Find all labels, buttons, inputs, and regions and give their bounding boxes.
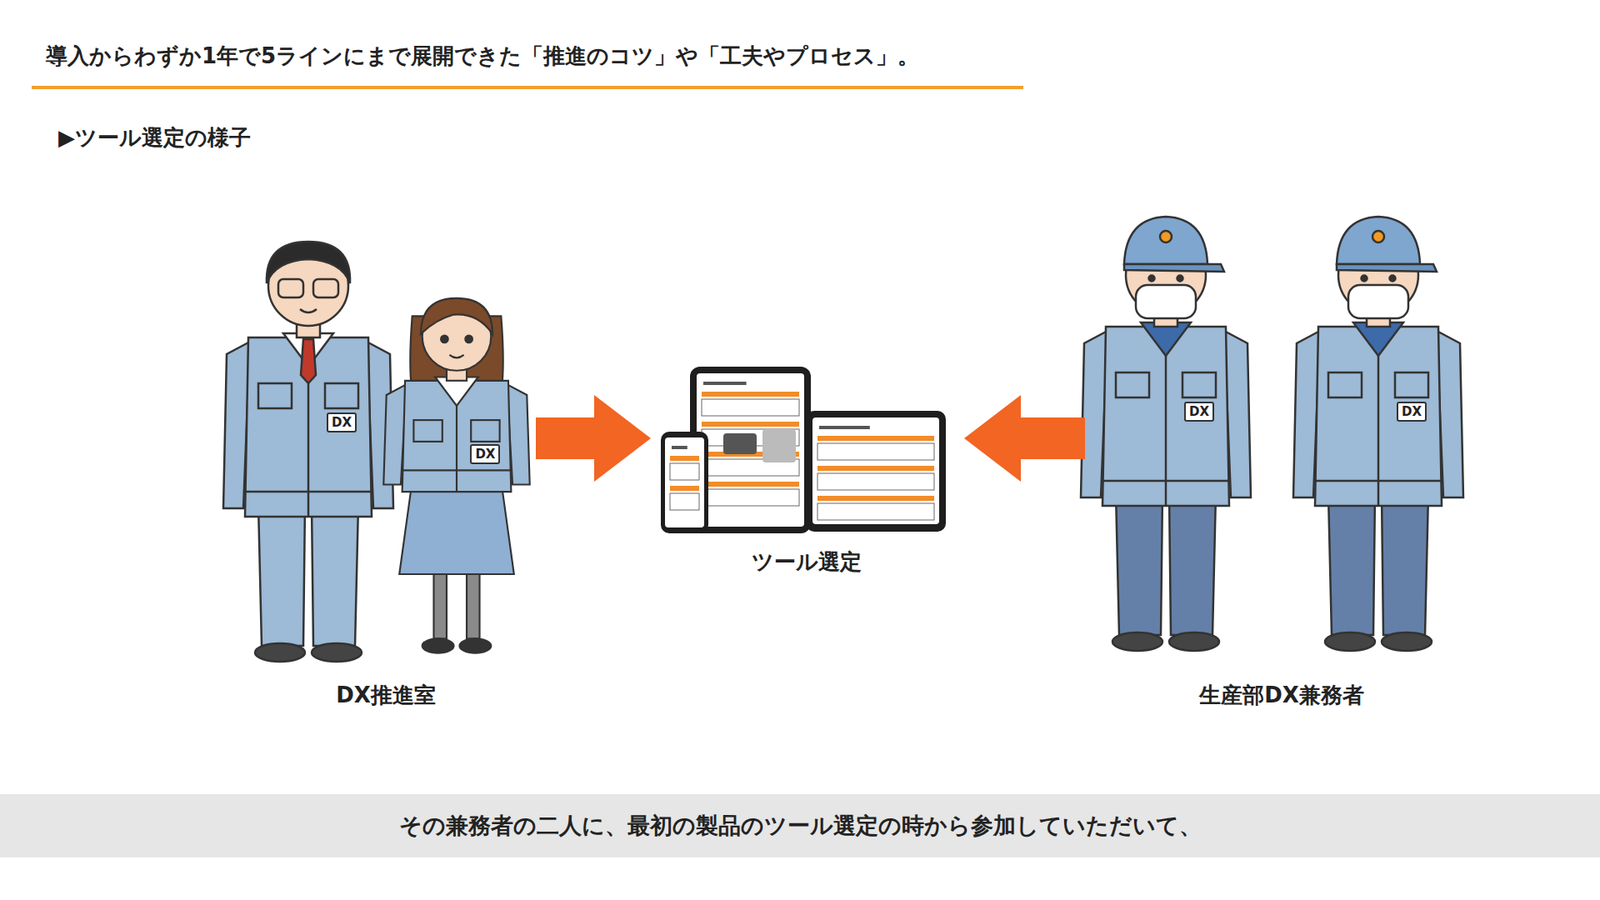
trouser-leg bbox=[1115, 493, 1163, 635]
cap-emblem bbox=[1160, 230, 1172, 243]
trouser-leg bbox=[258, 504, 305, 646]
cap bbox=[1124, 216, 1208, 265]
screen-table bbox=[670, 463, 700, 480]
pocket bbox=[470, 420, 500, 442]
caption: その兼務者の二人に、最初の製品のツール選定の時から参加していただいて、 bbox=[0, 794, 1600, 858]
screen-header-bar bbox=[701, 421, 800, 427]
pocket bbox=[258, 383, 292, 409]
pocket bbox=[1115, 372, 1150, 398]
face-mask bbox=[1135, 285, 1196, 319]
section-heading: ▶ツール選定の様子 bbox=[58, 123, 251, 153]
waistband bbox=[245, 490, 372, 494]
screen bbox=[812, 417, 940, 525]
shoe bbox=[311, 643, 362, 662]
screen-table bbox=[701, 489, 800, 506]
block-arrow bbox=[535, 395, 651, 482]
group-label: DX推進室 bbox=[233, 680, 539, 710]
screen bbox=[696, 373, 805, 527]
trouser-leg bbox=[1169, 493, 1216, 635]
person-figure bbox=[383, 298, 530, 654]
screen-line bbox=[703, 381, 747, 385]
screen-header-bar bbox=[701, 391, 800, 397]
devices-illustration bbox=[660, 366, 946, 534]
name-badge: DX bbox=[1396, 401, 1427, 422]
pocket bbox=[413, 420, 442, 442]
title-underline bbox=[31, 85, 1024, 90]
tablet-landscape bbox=[805, 410, 946, 532]
name-badge: DX bbox=[470, 444, 500, 465]
eye bbox=[1149, 275, 1155, 282]
person-figure bbox=[1293, 216, 1464, 651]
shoe bbox=[422, 638, 455, 653]
shoe bbox=[1325, 632, 1375, 651]
screen bbox=[665, 437, 705, 528]
group-box: ツール選定 bbox=[654, 358, 960, 584]
jacket bbox=[245, 337, 372, 517]
cap-emblem bbox=[1372, 230, 1385, 243]
screen-header-bar bbox=[670, 485, 700, 491]
screen-table bbox=[670, 493, 700, 510]
leg bbox=[433, 566, 446, 639]
group-box: DX推進室 bbox=[233, 216, 539, 717]
waistband bbox=[1102, 480, 1230, 483]
eye bbox=[440, 335, 449, 344]
cap-brim bbox=[1336, 264, 1437, 272]
smartphone bbox=[660, 431, 709, 534]
group-label: 生産部DX兼務者 bbox=[1083, 680, 1480, 710]
hair bbox=[420, 298, 493, 335]
block-arrow bbox=[964, 395, 1085, 482]
name-badge: DX bbox=[326, 412, 357, 433]
person-figure bbox=[223, 241, 394, 662]
waistband bbox=[402, 469, 512, 471]
necktie bbox=[300, 339, 316, 384]
name-badge: DX bbox=[1184, 401, 1215, 422]
trouser-leg bbox=[311, 504, 359, 646]
smile bbox=[449, 355, 464, 358]
face-mask bbox=[1348, 285, 1409, 319]
hair bbox=[266, 241, 350, 284]
shoe bbox=[459, 638, 491, 653]
screen-table bbox=[817, 473, 935, 490]
trouser-leg bbox=[1328, 493, 1375, 635]
screen-line bbox=[671, 445, 688, 450]
pocket bbox=[325, 383, 359, 409]
screen-table bbox=[817, 443, 935, 460]
smile bbox=[300, 309, 317, 313]
glasses bbox=[278, 279, 304, 298]
title: 導入からわずか1年で5ラインにまで展開できた「推進のコツ」や「工夫やプロセス」。 bbox=[45, 41, 920, 71]
group-label: ツール選定 bbox=[654, 547, 960, 577]
group-box: 生産部DX兼務者 bbox=[1083, 208, 1480, 717]
shoe bbox=[255, 643, 305, 662]
product-image bbox=[723, 433, 757, 455]
screen-header-bar bbox=[817, 435, 935, 441]
leg bbox=[466, 566, 480, 639]
screen-header-bar bbox=[670, 455, 700, 461]
waistband bbox=[1315, 480, 1442, 483]
screen-header-bar bbox=[817, 465, 935, 471]
screen-table bbox=[817, 503, 935, 520]
pocket bbox=[1182, 372, 1216, 398]
shoe bbox=[1112, 632, 1163, 651]
glasses bbox=[313, 279, 339, 298]
person-figure bbox=[1080, 216, 1251, 651]
shoe bbox=[1169, 632, 1220, 651]
pocket bbox=[1395, 372, 1429, 398]
trouser-leg bbox=[1381, 493, 1429, 635]
screen-line bbox=[819, 425, 870, 430]
skirt bbox=[399, 480, 515, 575]
screen-table bbox=[701, 399, 800, 416]
people-illustration bbox=[223, 216, 1464, 662]
eye bbox=[1390, 275, 1396, 282]
cap bbox=[1336, 216, 1420, 265]
cap-brim bbox=[1124, 264, 1225, 272]
eye bbox=[465, 335, 473, 344]
screen-header-bar bbox=[701, 481, 800, 487]
product-image bbox=[762, 429, 796, 463]
pocket bbox=[1328, 372, 1362, 398]
screen-header-bar bbox=[817, 495, 935, 501]
eye bbox=[1177, 275, 1184, 282]
eye bbox=[1361, 275, 1368, 282]
shoe bbox=[1381, 632, 1432, 651]
